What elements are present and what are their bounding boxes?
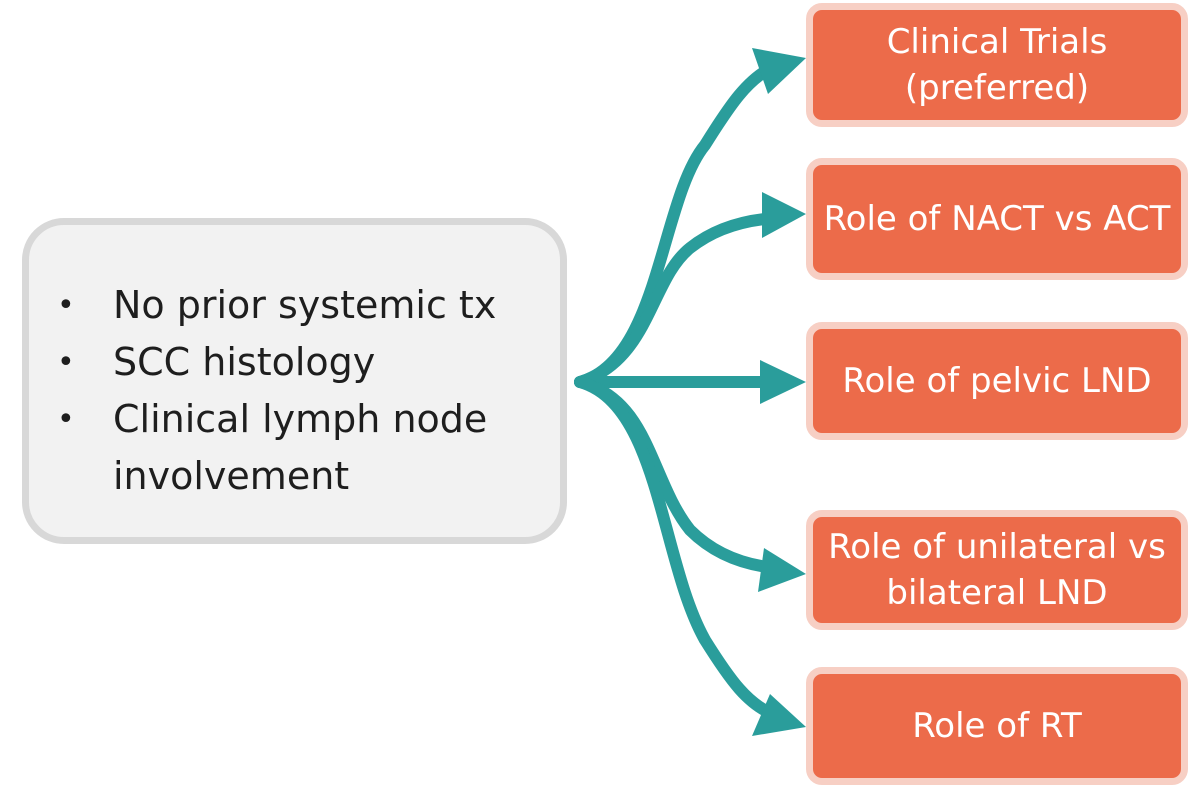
patient-criteria-box: No prior systemic tx SCC histology Clini… <box>22 218 567 544</box>
option-label: Role of pelvic LND <box>842 361 1152 401</box>
arrow-to-unilateral-vs-bilateral-lnd <box>574 376 781 574</box>
criteria-item: No prior systemic tx <box>51 277 540 334</box>
option-pelvic-lnd: Role of pelvic LND <box>806 322 1188 440</box>
option-unilateral-vs-bilateral-lnd: Role of unilateral vs bilateral LND <box>806 510 1188 630</box>
arrowhead-clinical-trials <box>752 48 806 94</box>
arrow-to-rt <box>574 376 781 721</box>
criteria-list: No prior systemic tx SCC histology Clini… <box>51 277 540 505</box>
option-label: Clinical Trials (preferred) <box>886 22 1108 108</box>
criteria-item: SCC histology <box>51 334 540 391</box>
option-label: Role of RT <box>912 706 1082 746</box>
option-rt: Role of RT <box>806 667 1188 785</box>
arrow-to-nact-vs-act <box>574 212 781 388</box>
arrowhead-nact-vs-act <box>762 192 806 238</box>
option-nact-vs-act: Role of NACT vs ACT <box>806 158 1188 280</box>
arrowhead-pelvic-lnd <box>760 360 806 404</box>
criteria-item: Clinical lymph node involvement <box>51 391 540 505</box>
option-label: Role of unilateral vs bilateral LND <box>828 527 1166 613</box>
option-label: Role of NACT vs ACT <box>823 199 1171 239</box>
arrowhead-unilateral-vs-bilateral-lnd <box>758 548 806 592</box>
arrowhead-rt <box>752 694 806 736</box>
option-clinical-trials: Clinical Trials (preferred) <box>806 3 1188 127</box>
